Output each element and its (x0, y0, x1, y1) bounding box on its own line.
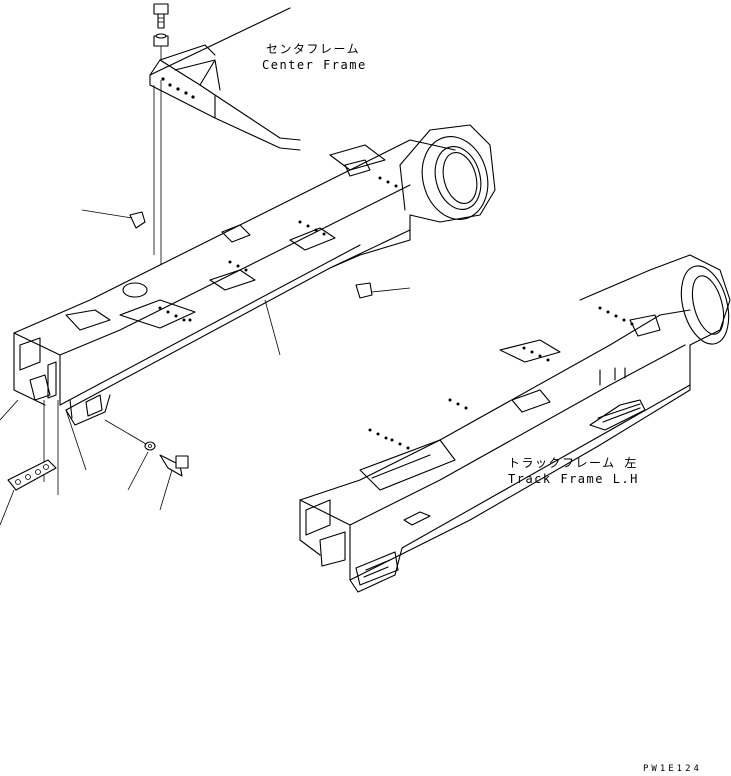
track-frame-lower (299, 254, 731, 593)
fitting-left (81, 209, 146, 229)
top-nut (153, 33, 169, 47)
center-frame-label-jp: センタフレーム (266, 42, 361, 56)
hole-row-lower (368, 306, 634, 450)
track-frame-upper (13, 124, 496, 426)
hole-row (158, 176, 398, 322)
lower-bolt (159, 454, 189, 511)
center-frame (149, 7, 301, 151)
washer (104, 419, 156, 491)
track-frame-label-jp: トラックフレーム 左 (508, 456, 638, 470)
top-bolt (153, 3, 169, 29)
shim-plate (0, 459, 57, 526)
center-frame-label-en: Center Frame (262, 58, 367, 72)
fitting-right (355, 282, 411, 299)
drawing-code: PW1E124 (643, 764, 702, 774)
track-frame-label-en: Track Frame L.H (508, 472, 639, 486)
